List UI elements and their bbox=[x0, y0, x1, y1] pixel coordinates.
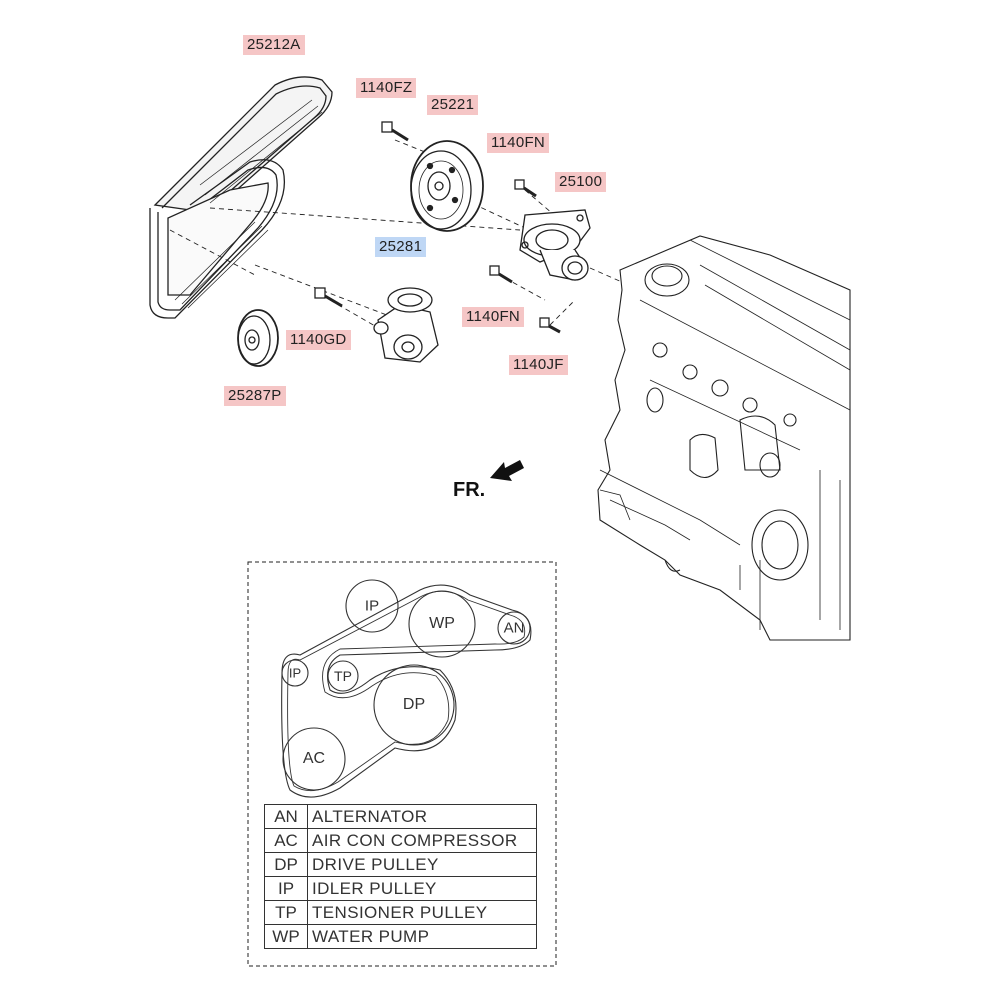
bolt-1140fz bbox=[381, 121, 409, 142]
engine-block bbox=[597, 235, 851, 641]
legend-desc: IDLER PULLEY bbox=[307, 876, 537, 901]
legend-code: IP bbox=[264, 876, 308, 901]
legend-desc: WATER PUMP bbox=[307, 924, 537, 949]
crank-pulley bbox=[410, 140, 484, 232]
front-direction-arrow bbox=[490, 460, 524, 481]
legend-code: AN bbox=[264, 804, 308, 829]
front-direction-label: FR. bbox=[453, 479, 486, 501]
part-label-bolt-fz: 1140FZ bbox=[356, 78, 417, 98]
part-label-crank-pulley: 25221 bbox=[427, 95, 479, 115]
water-pump bbox=[519, 209, 591, 281]
part-label-bolt-gd: 1140GD bbox=[286, 330, 351, 350]
routing-label-tp: TP bbox=[334, 668, 352, 684]
routing-label-ip-top: IP bbox=[364, 597, 380, 615]
part-label-bolt-fn-bottom: 1140FN bbox=[462, 307, 525, 327]
routing-dp bbox=[373, 664, 455, 746]
bolt-1140gd bbox=[314, 287, 343, 308]
part-label-belt: 25212A bbox=[243, 35, 305, 55]
routing-label-dp: DP bbox=[402, 696, 426, 713]
routing-an bbox=[497, 611, 531, 645]
legend-desc: ALTERNATOR bbox=[307, 804, 537, 829]
legend-code: AC bbox=[264, 828, 308, 853]
legend-code: TP bbox=[264, 900, 308, 925]
part-label-bolt-fn-top: 1140FN bbox=[487, 133, 550, 153]
legend-desc: DRIVE PULLEY bbox=[307, 852, 537, 877]
idler-pulley bbox=[237, 309, 279, 367]
legend-desc: AIR CON COMPRESSOR bbox=[307, 828, 537, 853]
part-label-tensioner: 25281 bbox=[375, 237, 427, 257]
routing-ac bbox=[282, 727, 346, 791]
bolt-1140fn-bottom bbox=[489, 265, 513, 284]
routing-ip-top bbox=[345, 579, 399, 633]
routing-diagram-frame bbox=[247, 561, 557, 967]
routing-label-ip-left: IP bbox=[288, 665, 302, 681]
serpentine-belt bbox=[149, 76, 333, 319]
routing-label-wp: WP bbox=[429, 615, 455, 632]
part-label-water-pump: 25100 bbox=[555, 172, 607, 192]
part-label-bolt-jf: 1140JF bbox=[509, 355, 568, 375]
legend-desc: TENSIONER PULLEY bbox=[307, 900, 537, 925]
routing-label-ac: AC bbox=[302, 750, 326, 767]
belt-routing-diagram bbox=[281, 579, 532, 798]
routing-label-an: AN bbox=[503, 619, 525, 637]
tensioner bbox=[373, 287, 439, 363]
bolt-1140fn-top bbox=[514, 179, 537, 198]
legend-code: DP bbox=[264, 852, 308, 877]
legend-code: WP bbox=[264, 924, 308, 949]
part-label-idler: 25287P bbox=[224, 386, 286, 406]
bolt-1140jf bbox=[539, 317, 561, 334]
